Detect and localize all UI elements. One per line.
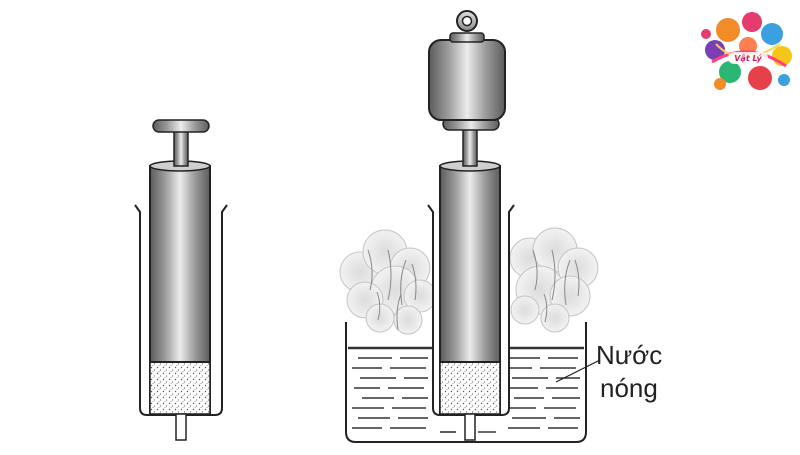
left-plunger-rod [173,129,189,167]
right-air-dots [439,361,501,415]
logo-text: Vật Lý [734,54,762,63]
left-nozzle [175,413,187,441]
left-plunger-cap [152,119,210,133]
weight [428,10,506,121]
right-plunger-rod [462,127,478,167]
steam-left [339,229,437,335]
steam-right [509,227,599,333]
left-air-dots [149,361,211,415]
hot-water [348,346,584,433]
hot-water-label-line2: nóng [600,373,658,403]
right-nozzle [464,413,476,441]
colorful-yarn-logo-icon: Vật Lý [701,6,794,98]
right-setup [339,10,601,443]
beaker-outline [345,322,587,443]
hot-water-label-line1: Nước [596,340,663,370]
left-syringe [134,119,228,441]
label-pointer-line [555,359,601,383]
